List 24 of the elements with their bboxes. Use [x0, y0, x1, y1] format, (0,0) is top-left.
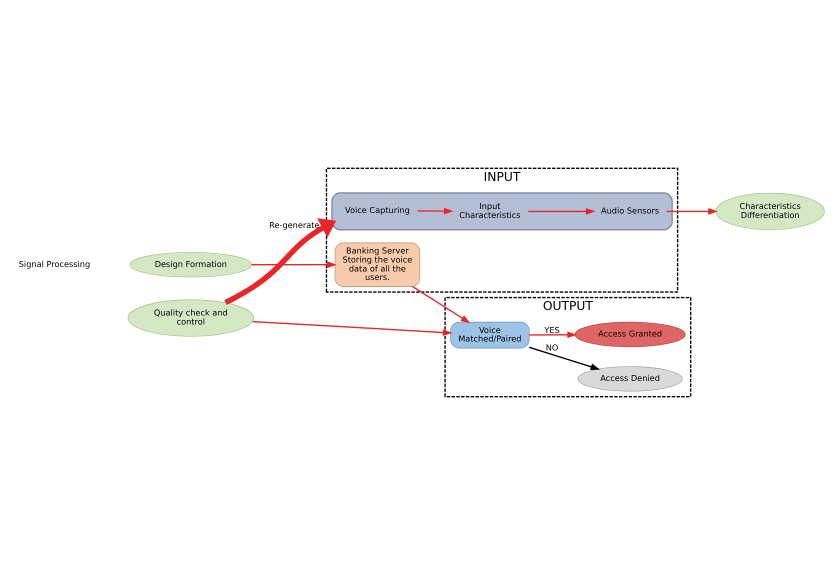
arrow [417, 208, 454, 214]
cluster [330, 192, 672, 231]
edge-label: NO [545, 342, 558, 353]
arrow [251, 261, 336, 268]
edge-label: YES [544, 324, 560, 335]
node-box: Voice Matched/Paired [450, 322, 530, 348]
edge-label: Re-generate [268, 220, 320, 230]
arrow [528, 346, 600, 370]
node-ellipse: Quality check and control [127, 299, 254, 337]
arrow [412, 286, 470, 324]
arrow [252, 320, 452, 336]
arrow [224, 218, 336, 306]
label: Signal Processing [18, 258, 90, 269]
arrow [666, 208, 718, 215]
node-box: Banking Server Storing the voice data of all the users. [334, 242, 420, 287]
node-text: Input Characteristics [458, 201, 520, 220]
arrow [528, 331, 576, 338]
node-ellipse: Design Formation [129, 252, 252, 278]
node-ellipse: Access Denied [577, 366, 682, 392]
node-ellipse: Characteristics Differentiation [715, 192, 824, 230]
node-text: Voice Capturing [344, 204, 410, 215]
arrow [528, 208, 595, 215]
node-ellipse: Access Granted [574, 322, 686, 348]
node-text: Audio Sensors [600, 206, 659, 216]
